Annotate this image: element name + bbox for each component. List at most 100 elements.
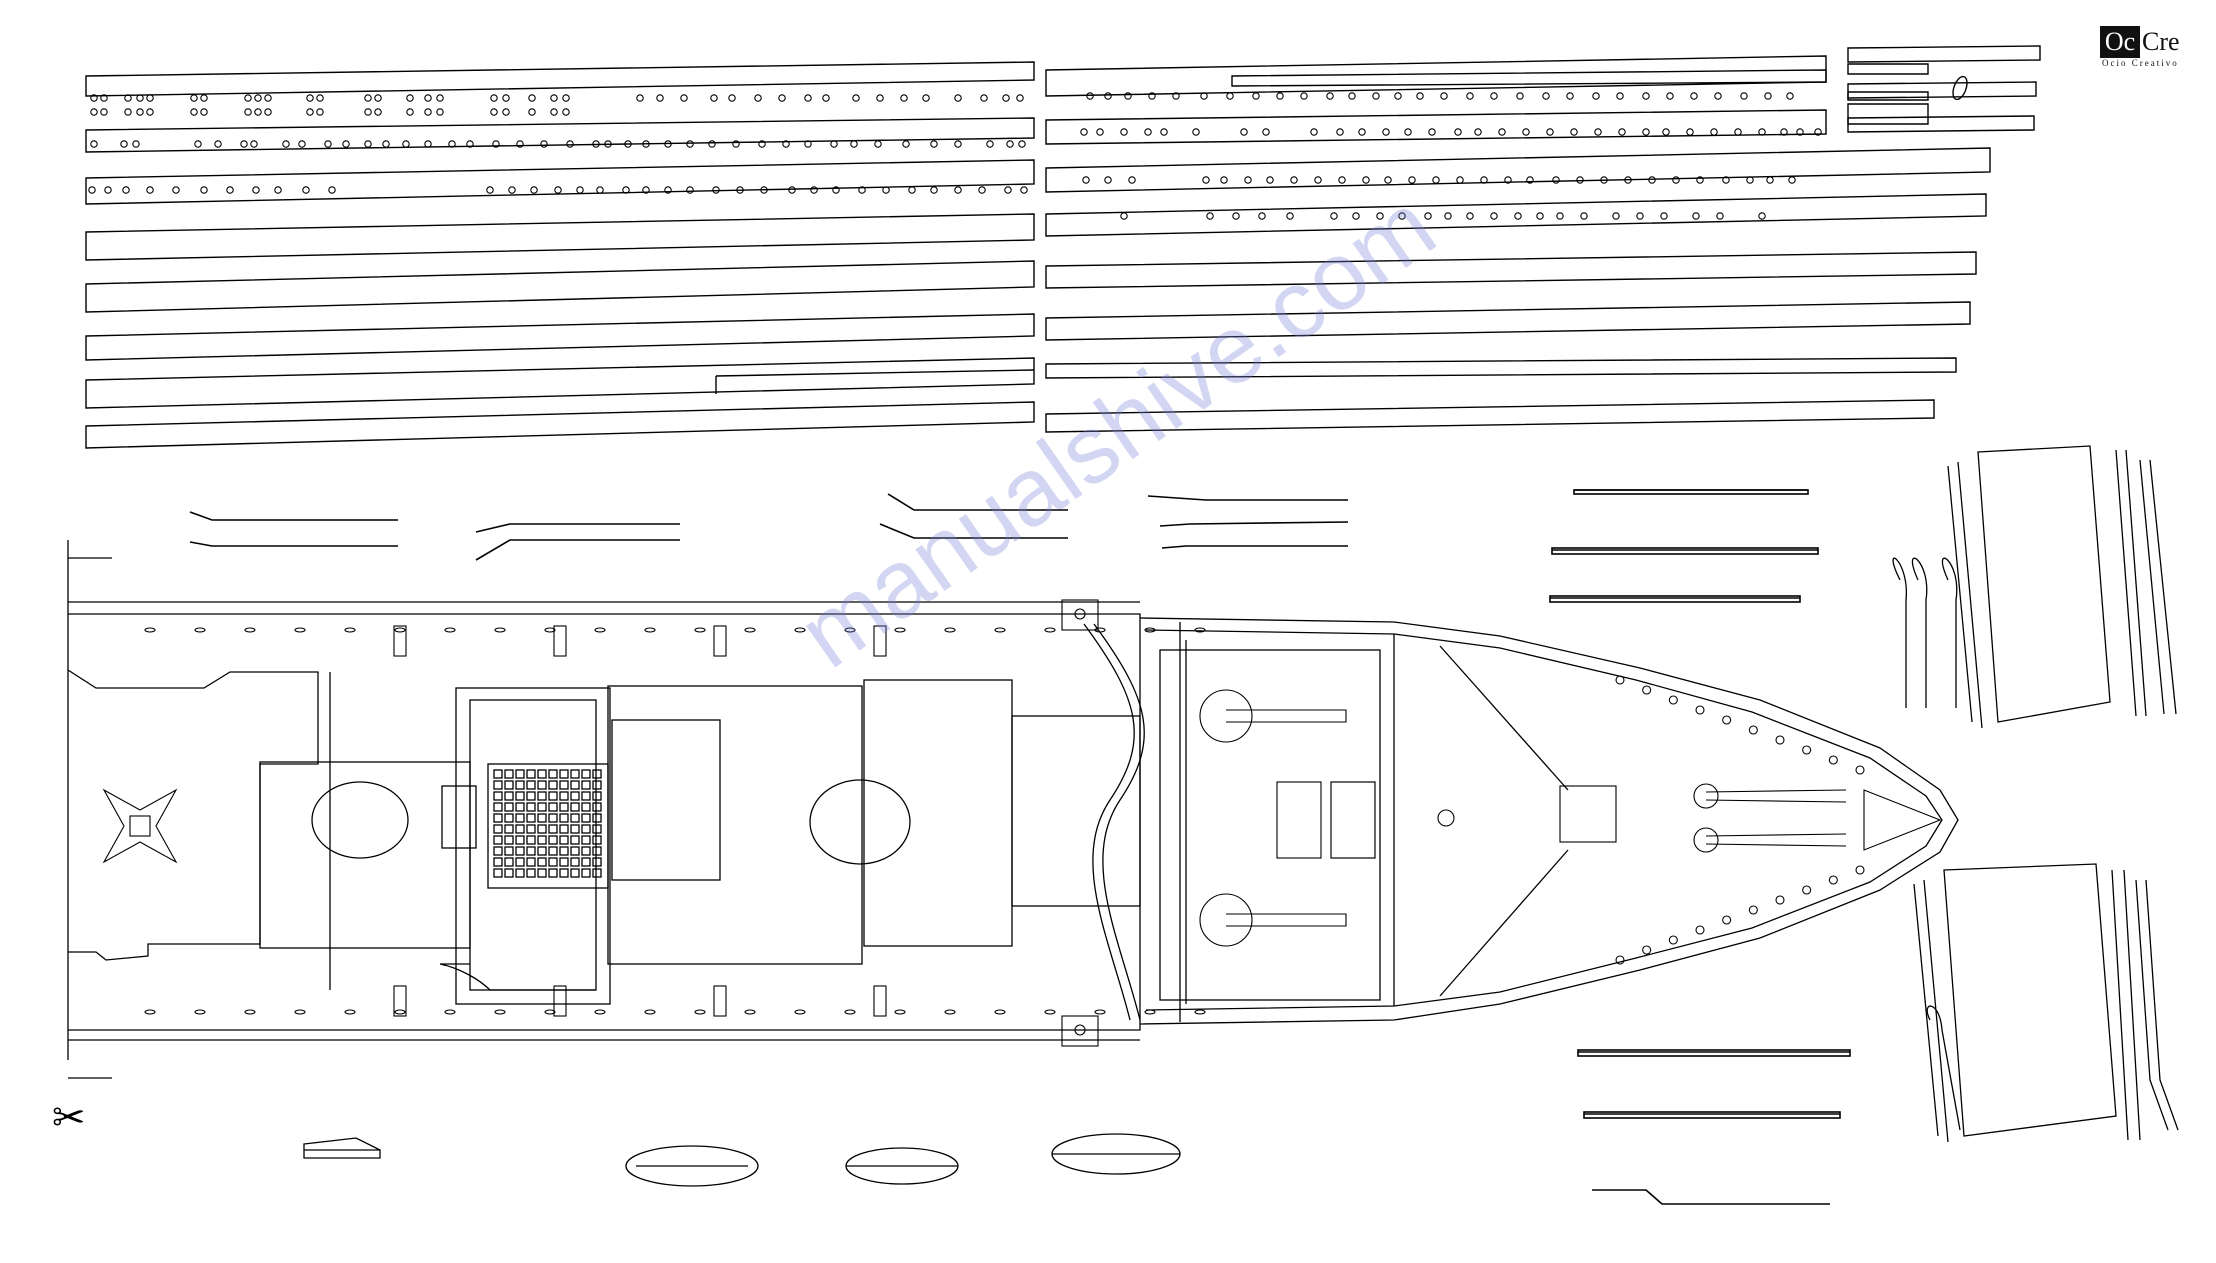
- bitt: [895, 1010, 905, 1014]
- porthole: [383, 141, 389, 147]
- porthole: [407, 95, 413, 101]
- bitt: [695, 628, 705, 632]
- bitt: [395, 628, 405, 632]
- bitt: [595, 628, 605, 632]
- porthole: [853, 95, 859, 101]
- porthole: [1409, 177, 1415, 183]
- bitt: [195, 1010, 205, 1014]
- porthole: [437, 109, 443, 115]
- bow-hole: [1803, 746, 1811, 754]
- grate-cell: [538, 770, 546, 778]
- porthole: [1129, 177, 1135, 183]
- bitt: [795, 628, 805, 632]
- porthole: [407, 109, 413, 115]
- porthole: [1207, 213, 1213, 219]
- small-strip: [1848, 104, 1928, 124]
- grate-cell: [527, 792, 535, 800]
- porthole: [317, 109, 323, 115]
- porthole: [1331, 213, 1337, 219]
- porthole: [1337, 129, 1343, 135]
- grate-cell: [538, 869, 546, 877]
- strip-step: [716, 370, 1034, 376]
- deck-box: [1160, 650, 1380, 1000]
- diag: [1440, 850, 1568, 996]
- grate-cell: [571, 836, 579, 844]
- bow-hole: [1723, 916, 1731, 924]
- porthole: [1523, 129, 1529, 135]
- porthole: [1121, 129, 1127, 135]
- mount: [1062, 1016, 1098, 1046]
- hull-strips: [86, 46, 2040, 448]
- porthole: [1007, 141, 1013, 147]
- porthole: [1613, 213, 1619, 219]
- porthole: [1467, 93, 1473, 99]
- bitt: [945, 628, 955, 632]
- bracket-rod: [2140, 460, 2176, 714]
- deck-box: [470, 700, 596, 990]
- hull-strip-right: [1046, 148, 1990, 192]
- grate-cell: [582, 792, 590, 800]
- turret: [1200, 894, 1252, 946]
- hull-strip-right: [1046, 56, 1826, 96]
- logo-mark: Oc: [2100, 26, 2140, 58]
- porthole: [255, 95, 261, 101]
- porthole: [201, 187, 207, 193]
- davit: [874, 986, 886, 1016]
- porthole: [851, 141, 857, 147]
- porthole: [1259, 213, 1265, 219]
- deck-box: [456, 688, 610, 1004]
- porthole: [307, 109, 313, 115]
- porthole: [1359, 129, 1365, 135]
- grate-cell: [549, 803, 557, 811]
- bracket-rod: [1948, 466, 1972, 722]
- porthole: [147, 109, 153, 115]
- porthole: [303, 187, 309, 193]
- grate-cell: [593, 814, 601, 822]
- railing-bar: [1584, 1112, 1840, 1118]
- porthole: [637, 95, 643, 101]
- porthole: [491, 109, 497, 115]
- bow-hole: [1803, 886, 1811, 894]
- porthole: [1315, 177, 1321, 183]
- bitt: [1145, 1010, 1155, 1014]
- bow-hole: [1643, 686, 1651, 694]
- gun-barrel: [1226, 914, 1346, 926]
- grate-cell: [549, 814, 557, 822]
- grate-cell: [593, 792, 601, 800]
- hull-strip-right: [1046, 302, 1970, 340]
- grate-cell: [593, 770, 601, 778]
- porthole: [1517, 93, 1523, 99]
- railing: [880, 524, 1068, 538]
- porthole: [1383, 129, 1389, 135]
- porthole: [245, 109, 251, 115]
- porthole: [1693, 213, 1699, 219]
- mount: [1062, 600, 1098, 630]
- porthole: [325, 141, 331, 147]
- grate-cell: [571, 792, 579, 800]
- porthole: [955, 187, 961, 193]
- porthole: [1467, 213, 1473, 219]
- porthole: [1759, 213, 1765, 219]
- hatch-oval: [810, 780, 910, 864]
- porthole: [1405, 129, 1411, 135]
- porthole: [567, 141, 573, 147]
- grate-cell: [571, 781, 579, 789]
- porthole: [1105, 93, 1111, 99]
- porthole: [1193, 129, 1199, 135]
- grate-cell: [549, 770, 557, 778]
- grate-cell: [527, 847, 535, 855]
- small-strip: [1848, 46, 2040, 62]
- anchor-chain: [1706, 790, 1846, 802]
- porthole: [1017, 95, 1023, 101]
- porthole: [1241, 129, 1247, 135]
- deck-box: [608, 686, 862, 964]
- porthole: [365, 141, 371, 147]
- railing: [190, 542, 398, 546]
- porthole: [811, 187, 817, 193]
- deck-outline: [440, 964, 596, 990]
- hull-strip-left: [86, 62, 1034, 96]
- porthole: [529, 109, 535, 115]
- bow-hole: [1723, 716, 1731, 724]
- porthole: [255, 109, 261, 115]
- porthole: [555, 187, 561, 193]
